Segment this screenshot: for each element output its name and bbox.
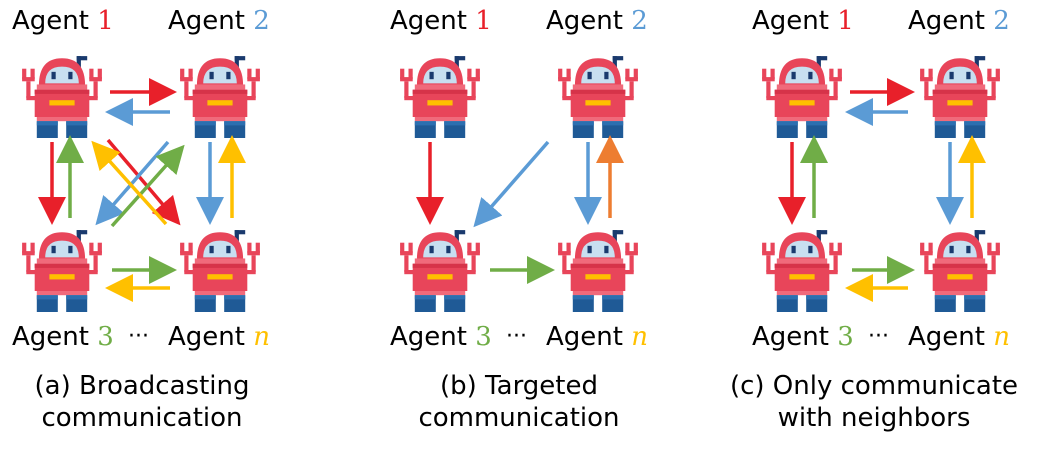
- agent-word: Agent: [12, 6, 89, 36]
- robot-icon: [558, 230, 638, 312]
- robot-icon: [180, 56, 260, 138]
- panel-c-arrows: [778, 78, 986, 302]
- agent-word: Agent: [12, 322, 89, 352]
- agent-number: 2: [993, 6, 1010, 36]
- agent-number: 1: [475, 6, 492, 36]
- robot-icon: [22, 230, 102, 312]
- agent-3-label: Agent 3: [390, 322, 492, 352]
- arrow: [106, 138, 181, 226]
- ellipsis: ···: [868, 324, 889, 349]
- caption-c: (c) Only communicate with neighbors: [724, 370, 1024, 434]
- agent-word: Agent: [752, 6, 829, 36]
- agent-1-label: Agent 1: [390, 6, 492, 36]
- agent-word: Agent: [752, 322, 829, 352]
- caption-a: (a) Broadcasting communication: [0, 370, 292, 434]
- agent-number: 1: [97, 6, 114, 36]
- robot-icon: [920, 230, 1000, 312]
- caption-line: (a) Broadcasting: [34, 371, 250, 401]
- agent-1-label: Agent 1: [752, 6, 854, 36]
- robot-icon: [400, 56, 480, 138]
- agent-number: 2: [253, 6, 270, 36]
- agent-number: n: [993, 322, 1010, 352]
- caption-b: (b) Targeted communication: [369, 370, 669, 434]
- agent-number: n: [253, 322, 270, 352]
- agent-n-label: Agent n: [546, 322, 648, 352]
- agent-number: 3: [475, 322, 492, 352]
- ellipsis: ···: [506, 324, 527, 349]
- robot-icon: [558, 56, 638, 138]
- arrow: [95, 140, 170, 226]
- caption-line: communication: [418, 403, 620, 433]
- arrow: [110, 144, 185, 228]
- caption-line: communication: [41, 403, 243, 433]
- panel-b-robots: [400, 56, 638, 312]
- agent-2-label: Agent 2: [168, 6, 270, 36]
- arrow: [91, 140, 168, 226]
- robot-icon: [762, 230, 842, 312]
- robot-icon: [22, 56, 102, 138]
- agent-2-label: Agent 2: [908, 6, 1010, 36]
- agent-3-label: Agent 3: [752, 322, 854, 352]
- agent-3-label: Agent 3: [12, 322, 114, 352]
- agent-word: Agent: [390, 6, 467, 36]
- robot-icon: [400, 230, 480, 312]
- agent-number: n: [631, 322, 648, 352]
- agent-2-label: Agent 2: [546, 6, 648, 36]
- agent-word: Agent: [168, 322, 245, 352]
- agent-n-label: Agent n: [168, 322, 270, 352]
- ellipsis: ···: [128, 324, 149, 349]
- panel-c-robots: [762, 56, 1000, 312]
- caption-line: (c) Only communicate: [729, 371, 1019, 401]
- caption-line: with neighbors: [777, 403, 971, 433]
- agent-word: Agent: [168, 6, 245, 36]
- agent-n-label: Agent n: [908, 322, 1010, 352]
- agent-1-label: Agent 1: [12, 6, 114, 36]
- agent-word: Agent: [908, 6, 985, 36]
- panel-b-arrows: [416, 135, 624, 284]
- agent-number: 2: [631, 6, 648, 36]
- agent-word: Agent: [546, 6, 623, 36]
- caption-line: (b) Targeted: [440, 371, 598, 401]
- agent-word: Agent: [908, 322, 985, 352]
- robot-icon: [180, 230, 260, 312]
- panel-a-arrows: [38, 78, 246, 302]
- robot-icon: [920, 56, 1000, 138]
- agent-word: Agent: [546, 322, 623, 352]
- panel-a-robots: [22, 56, 260, 312]
- agent-word: Agent: [390, 322, 467, 352]
- robot-icon: [762, 56, 842, 138]
- agent-number: 3: [837, 322, 854, 352]
- agent-number: 1: [837, 6, 854, 36]
- arrow: [473, 140, 550, 228]
- agent-number: 3: [97, 322, 114, 352]
